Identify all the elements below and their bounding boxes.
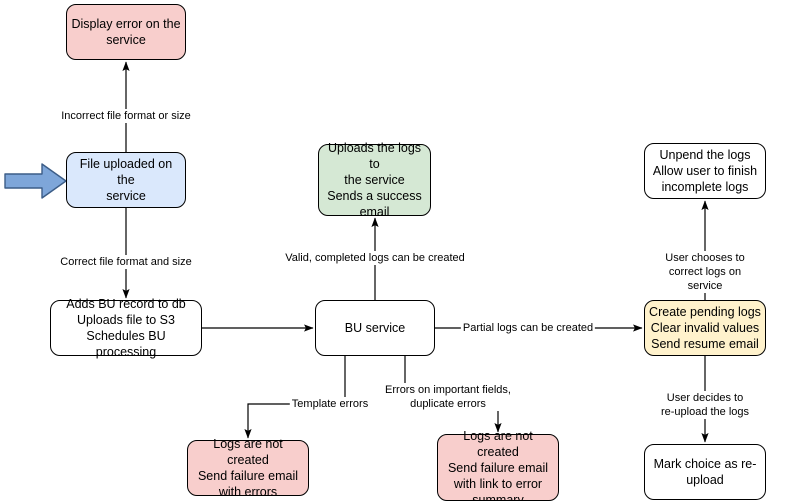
edge-label-user-decides-reupload: User decides to re-upload the logs bbox=[657, 391, 753, 419]
node-unpend-the-logs[interactable]: Unpend the logs Allow user to finish inc… bbox=[644, 143, 766, 199]
node-create-pending-logs[interactable]: Create pending logs Clear invalid values… bbox=[644, 300, 766, 356]
edge-label-valid-completed-logs: Valid, completed logs can be created bbox=[283, 251, 467, 265]
edge-label-user-chooses-correct-logs: User chooses to correct logs on service bbox=[657, 251, 753, 293]
node-bu-service[interactable]: BU service bbox=[315, 300, 435, 356]
node-mark-choice-as-reupload[interactable]: Mark choice as re- upload bbox=[644, 444, 766, 500]
node-uploads-logs-success[interactable]: Uploads the logs to the service Sends a … bbox=[318, 141, 431, 219]
node-logs-not-created-with-errors[interactable]: Logs are not created Send failure email … bbox=[187, 437, 309, 499]
edge-label-incorrect-file-format: Incorrect file format or size bbox=[59, 109, 193, 123]
node-adds-bu-record[interactable]: Adds BU record to db Uploads file to S3 … bbox=[50, 297, 202, 359]
entry-block-arrow bbox=[4, 163, 67, 199]
edge-label-correct-file-format: Correct file format and size bbox=[58, 255, 194, 269]
node-display-error[interactable]: Display error on the service bbox=[66, 4, 186, 60]
node-file-uploaded-on-service[interactable]: File uploaded on the service bbox=[66, 152, 186, 208]
node-logs-not-created-error-summary[interactable]: Logs are not created Send failure email … bbox=[437, 429, 559, 501]
edge-label-template-errors: Template errors bbox=[289, 397, 371, 411]
edge-label-errors-on-important-fields: Errors on important fields, duplicate er… bbox=[383, 383, 513, 411]
edge-label-partial-logs: Partial logs can be created bbox=[460, 321, 596, 335]
